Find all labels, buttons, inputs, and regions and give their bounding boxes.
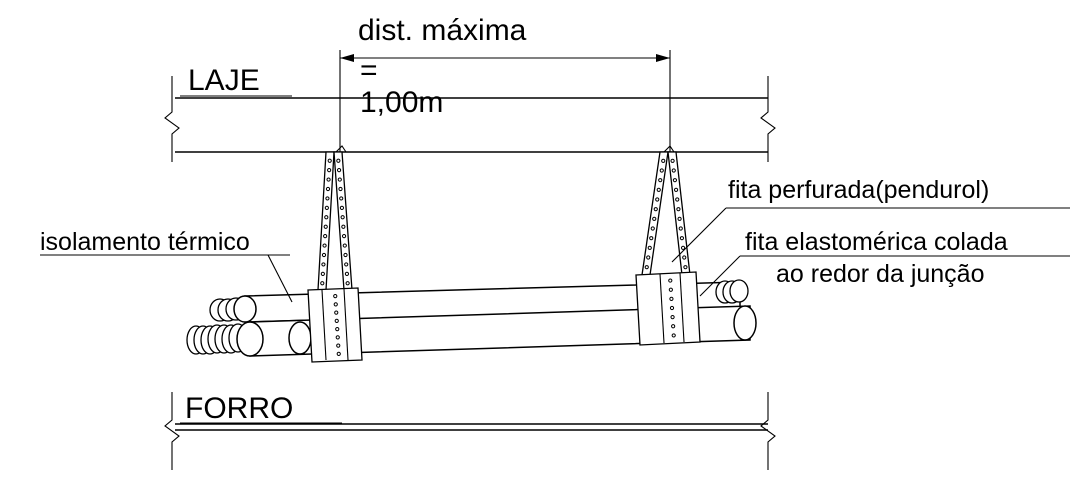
dimension-label-line2: = — [360, 54, 378, 87]
ceiling-forro — [164, 392, 776, 470]
dimension-line — [339, 50, 671, 152]
ceiling-label: FORRO — [185, 392, 293, 425]
slab-label: LAJE — [188, 64, 260, 97]
right-perforated-strap — [635, 145, 701, 346]
perforated-strap-label: fita perfurada(pendurol) — [728, 176, 989, 204]
back-insulated-pipe — [209, 279, 749, 323]
right-strap-holes-b — [670, 158, 688, 270]
elastomeric-tape-label-line1: fita elastomérica colada — [745, 228, 1008, 256]
left-perforated-strap — [307, 145, 363, 363]
right-band-holes — [668, 278, 676, 338]
back-pipe-coil-right — [715, 279, 749, 304]
left-strap-holes-b — [336, 158, 350, 286]
leader-lines — [40, 207, 1070, 303]
left-band-holes — [333, 294, 341, 356]
dimension-label-line3: 1,00m — [360, 86, 443, 119]
elastomeric-tape-label-line2: ao redor da junção — [776, 260, 984, 288]
left-strap-holes-a — [320, 158, 332, 286]
right-strap-holes-a — [644, 158, 666, 270]
dimension-label-line1: dist. máxima — [358, 14, 527, 47]
insulation-label: isolamento térmico — [40, 228, 250, 256]
front-insulated-pipe — [186, 305, 757, 357]
